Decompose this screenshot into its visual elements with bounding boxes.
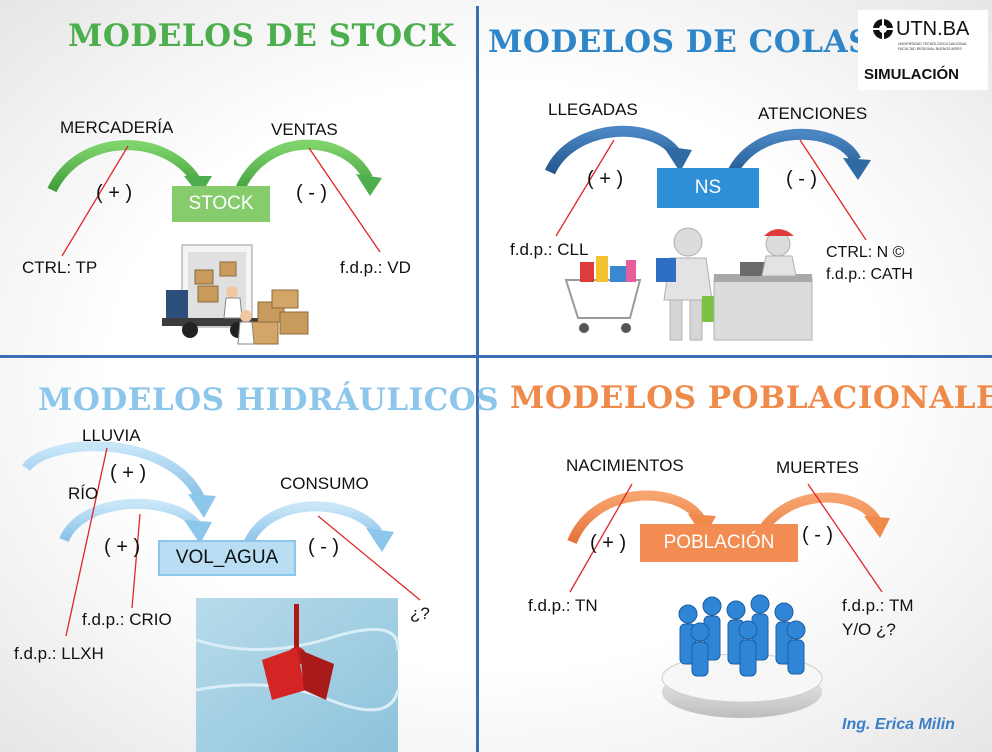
hidraulicos-fdp-lluvia-label: f.d.p.: LLXH xyxy=(14,644,104,663)
poblacionales-title: MODELOS POBLACIONALES xyxy=(510,380,992,416)
hidraulicos-box: VOL_AGUA xyxy=(158,540,296,576)
colas-fdp-in-label: f.d.p.: CLL xyxy=(510,240,589,259)
poblacionales-fdp-in-label: f.d.p.: TN xyxy=(528,596,598,615)
pointer-lines xyxy=(61,139,883,637)
hidraulicos-rio-arrow xyxy=(59,498,212,544)
colas-fdp-out-label: f.d.p.: CATH xyxy=(826,266,913,283)
hidraulicos-lluvia-arrow xyxy=(22,441,216,518)
author-credit: Ing. Erica Milin xyxy=(842,716,955,733)
logo-brand: UTN.BA xyxy=(896,18,970,40)
poblacionales-fdp-out-label-1: f.d.p.: TM xyxy=(842,596,914,615)
shopping-checkout-icon xyxy=(564,227,813,341)
hidraulicos-rio-label: RÍO xyxy=(68,484,99,503)
poblacionales-outflow-label: MUERTES xyxy=(776,458,859,477)
stock-fdp-label: f.d.p.: VD xyxy=(340,258,411,277)
colas-title: MODELOS DE COLAS xyxy=(488,24,872,60)
colas-outflow-arrow xyxy=(724,128,871,181)
poblacionales-plus-sign: ( + ) xyxy=(590,532,627,554)
poblacionales-box: POBLACIÓN xyxy=(640,524,798,562)
poblacionales-fdp-out-label-2: Y/O ¿? xyxy=(842,620,896,639)
stock-outflow-label: VENTAS xyxy=(271,120,338,139)
hidraulicos-unknown-label: ¿? xyxy=(410,604,430,623)
hidraulicos-consumo-arrow xyxy=(243,501,394,552)
horizontal-divider xyxy=(0,355,992,358)
stock-plus-sign: ( + ) xyxy=(96,182,133,204)
stock-box: STOCK xyxy=(172,186,270,222)
stock-outflow-arrow xyxy=(233,139,382,196)
hidraulicos-title: MODELOS HIDRÁULICOS xyxy=(38,382,500,418)
hidraulicos-plus-sign-1: ( + ) xyxy=(110,462,147,484)
colas-plus-sign: ( + ) xyxy=(587,168,624,190)
delivery-truck-icon xyxy=(162,244,309,345)
water-turbine-icon xyxy=(195,598,400,752)
logo-course: SIMULACIÓN xyxy=(864,66,959,83)
utn-emblem-icon xyxy=(873,19,893,39)
poblacionales-minus-sign: ( - ) xyxy=(802,524,834,546)
stock-title: MODELOS DE STOCK xyxy=(68,18,456,54)
hidraulicos-plus-sign-2: ( + ) xyxy=(104,536,141,558)
people-group-icon xyxy=(661,594,823,718)
stock-minus-sign: ( - ) xyxy=(296,182,328,204)
hidraulicos-minus-sign: ( - ) xyxy=(308,536,340,558)
stock-inflow-label: MERCADERÍA xyxy=(60,118,174,137)
colas-inflow-arrow xyxy=(545,125,692,175)
colas-outflow-label: ATENCIONES xyxy=(758,104,868,123)
utn-logo: UTN.BA UNIVERSIDAD TECNOLÓGICA NACIONAL … xyxy=(858,10,988,90)
colas-box: NS xyxy=(657,168,759,208)
stock-control-label: CTRL: TP xyxy=(22,258,98,277)
logo-subtitle-1: UNIVERSIDAD TECNOLÓGICA NACIONAL xyxy=(898,42,967,46)
vertical-divider xyxy=(476,6,479,752)
poblacionales-inflow-label: NACIMIENTOS xyxy=(566,456,684,475)
hidraulicos-fdp-rio-label: f.d.p.: CRIO xyxy=(82,610,172,629)
logo-subtitle-2: FACULTAD REGIONAL BUENOS AIRES xyxy=(898,47,962,51)
hidraulicos-lluvia-label: LLUVIA xyxy=(82,426,141,445)
colas-inflow-label: LLEGADAS xyxy=(548,100,638,119)
colas-control-label: CTRL: N © xyxy=(826,244,905,261)
colas-minus-sign: ( - ) xyxy=(786,168,818,190)
hidraulicos-consumo-label: CONSUMO xyxy=(280,474,369,493)
